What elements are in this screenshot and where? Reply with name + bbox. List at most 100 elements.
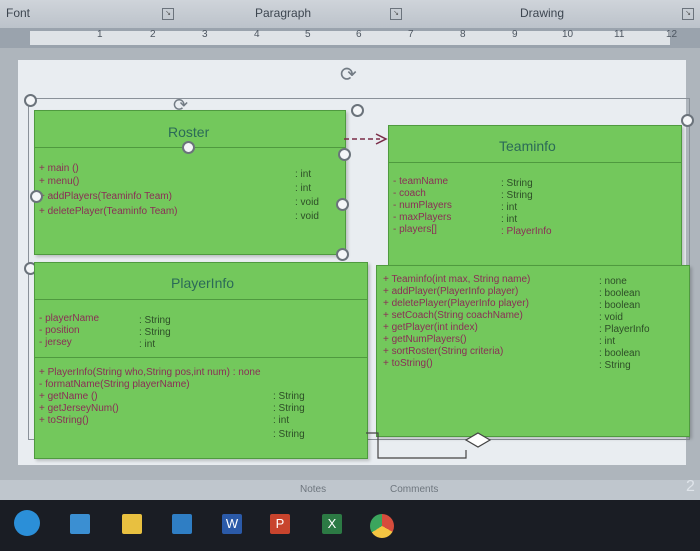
teaminfo-method: + getNumPlayers() bbox=[383, 334, 467, 345]
roster-rotate-icon[interactable]: ⟳ bbox=[173, 95, 189, 115]
drawing-dialog-launcher-icon[interactable]: ↘ bbox=[682, 8, 694, 20]
divider bbox=[35, 299, 367, 300]
teaminfo-method: + toString() bbox=[383, 358, 433, 369]
playerinfo-method: + toString() bbox=[39, 415, 89, 426]
teaminfo-field: - numPlayers bbox=[393, 200, 452, 211]
ruler-number: 7 bbox=[408, 29, 414, 40]
notes-button[interactable]: Notes bbox=[300, 484, 327, 495]
teaminfo-method: + sortRoster(String criteria) bbox=[383, 346, 504, 357]
roster-class-box[interactable]: Roster + main () + menu() + addPlayers(T… bbox=[34, 110, 346, 255]
playerinfo-method-type: : int bbox=[273, 415, 290, 426]
teaminfo-method: + deletePlayer(PlayerInfo player) bbox=[383, 298, 529, 309]
roster-method: + main () bbox=[39, 163, 79, 174]
playerinfo-method-type: : String bbox=[273, 403, 305, 414]
comments-button[interactable]: Comments bbox=[390, 484, 439, 495]
teaminfo-method-type: : boolean bbox=[599, 288, 641, 299]
teaminfo-method: + getPlayer(int index) bbox=[383, 322, 478, 333]
teaminfo-method-type: : boolean bbox=[599, 300, 641, 311]
roster-method: + addPlayers(Teaminfo Team) bbox=[39, 191, 172, 202]
teaminfo-method: + addPlayer(PlayerInfo player) bbox=[383, 286, 519, 297]
roster-title: Roster bbox=[168, 124, 210, 140]
teaminfo-method-type: : String bbox=[599, 360, 631, 371]
powerpoint-icon[interactable]: P bbox=[270, 514, 290, 534]
ruler-workarea bbox=[30, 31, 670, 45]
playerinfo-method-type: : String bbox=[273, 391, 305, 402]
playerinfo-class-box[interactable]: PlayerInfo - playerName - position - jer… bbox=[34, 262, 368, 459]
playerinfo-field-type: : int bbox=[139, 339, 156, 350]
playerinfo-title: PlayerInfo bbox=[171, 275, 235, 291]
teaminfo-class-box[interactable]: Teaminfo - teamName - coach - numPlayers… bbox=[388, 125, 682, 267]
word-icon[interactable]: W bbox=[222, 514, 242, 534]
font-group-label: Font bbox=[6, 6, 31, 20]
roster-type: : int bbox=[295, 169, 312, 180]
teaminfo-field: - coach bbox=[393, 188, 426, 199]
resize-handle[interactable] bbox=[182, 141, 195, 154]
teaminfo-method-type: : none bbox=[599, 276, 627, 287]
ruler-number: 1 bbox=[97, 29, 103, 40]
windows-start-icon[interactable] bbox=[14, 510, 40, 536]
resize-handle[interactable] bbox=[336, 198, 349, 211]
resize-handle[interactable] bbox=[681, 114, 694, 127]
playerinfo-field: - position bbox=[39, 325, 80, 336]
playerinfo-method: - formatName(String playerName) bbox=[39, 379, 190, 390]
aggregation-connector bbox=[366, 432, 492, 459]
playerinfo-field: - jersey bbox=[39, 337, 72, 348]
ruler-number: 9 bbox=[512, 29, 518, 40]
teaminfo-method: + Teaminfo(int max, String name) bbox=[383, 274, 531, 285]
teaminfo-method-type: : void bbox=[599, 312, 623, 323]
roster-type: : void bbox=[295, 211, 319, 222]
playerinfo-field: - playerName bbox=[39, 313, 100, 324]
teaminfo-field-type: : String bbox=[501, 190, 533, 201]
drawing-group-label: Drawing bbox=[520, 6, 565, 20]
resize-handle[interactable] bbox=[351, 104, 364, 117]
teaminfo-field: - players[] bbox=[393, 224, 437, 235]
roster-method: + menu() bbox=[39, 176, 80, 187]
teaminfo-method-type: : int bbox=[599, 336, 616, 347]
rotate-handle-icon[interactable]: ⟳ bbox=[340, 64, 357, 86]
ruler-number: 11 bbox=[614, 29, 625, 40]
teaminfo-method: + setCoach(String coachName) bbox=[383, 310, 523, 321]
horizontal-ruler[interactable]: 1 2 3 4 5 6 7 8 9 10 11 12 bbox=[0, 28, 700, 48]
ruler-number: 10 bbox=[562, 29, 574, 40]
ruler-number: 6 bbox=[356, 29, 362, 40]
ruler-number: 8 bbox=[460, 29, 466, 40]
excel-icon[interactable]: X bbox=[322, 514, 342, 534]
ribbon: Font ↘ Paragraph ↘ Drawing ↘ bbox=[0, 0, 700, 32]
ruler-number: 2 bbox=[150, 29, 156, 40]
roster-type: : void bbox=[295, 197, 319, 208]
resize-handle[interactable] bbox=[24, 94, 37, 107]
teaminfo-title: Teaminfo bbox=[499, 138, 556, 154]
font-dialog-launcher-icon[interactable]: ↘ bbox=[162, 8, 174, 20]
teaminfo-method-type: : PlayerInfo bbox=[599, 324, 650, 335]
status-bar: Notes Comments 2 bbox=[0, 478, 700, 500]
teaminfo-method-type: : boolean bbox=[599, 348, 641, 359]
divider bbox=[389, 162, 681, 163]
playerinfo-method-type: : String bbox=[273, 429, 305, 440]
dependency-arrow bbox=[344, 133, 388, 145]
teaminfo-methods-box[interactable]: + Teaminfo(int max, String name) + addPl… bbox=[376, 265, 690, 437]
paragraph-dialog-launcher-icon[interactable]: ↘ bbox=[390, 8, 402, 20]
roster-type: : int bbox=[295, 183, 312, 194]
playerinfo-field-type: : String bbox=[139, 327, 171, 338]
resize-handle[interactable] bbox=[30, 190, 43, 203]
ruler-number: 4 bbox=[254, 29, 260, 40]
teaminfo-field-type: : int bbox=[501, 214, 518, 225]
divider bbox=[35, 357, 367, 358]
store-icon[interactable] bbox=[122, 514, 142, 534]
ruler-number: 12 bbox=[666, 29, 678, 40]
ruler-number: 5 bbox=[305, 29, 311, 40]
slide-number: 2 bbox=[686, 478, 695, 495]
playerinfo-method: + PlayerInfo(String who,String pos,int n… bbox=[39, 367, 261, 378]
paragraph-group-label: Paragraph bbox=[255, 6, 312, 20]
roster-method: + deletePlayer(Teaminfo Team) bbox=[39, 206, 178, 217]
mail-icon[interactable] bbox=[172, 514, 192, 534]
file-explorer-icon[interactable] bbox=[70, 514, 90, 534]
playerinfo-field-type: : String bbox=[139, 315, 171, 326]
playerinfo-method: + getJerseyNum() bbox=[39, 403, 119, 414]
teaminfo-field-type: : String bbox=[501, 178, 533, 189]
chrome-icon[interactable] bbox=[370, 514, 394, 538]
resize-handle[interactable] bbox=[336, 248, 349, 261]
teaminfo-field-type: : int bbox=[501, 202, 518, 213]
playerinfo-method: + getName () bbox=[39, 391, 98, 402]
resize-handle[interactable] bbox=[338, 148, 351, 161]
